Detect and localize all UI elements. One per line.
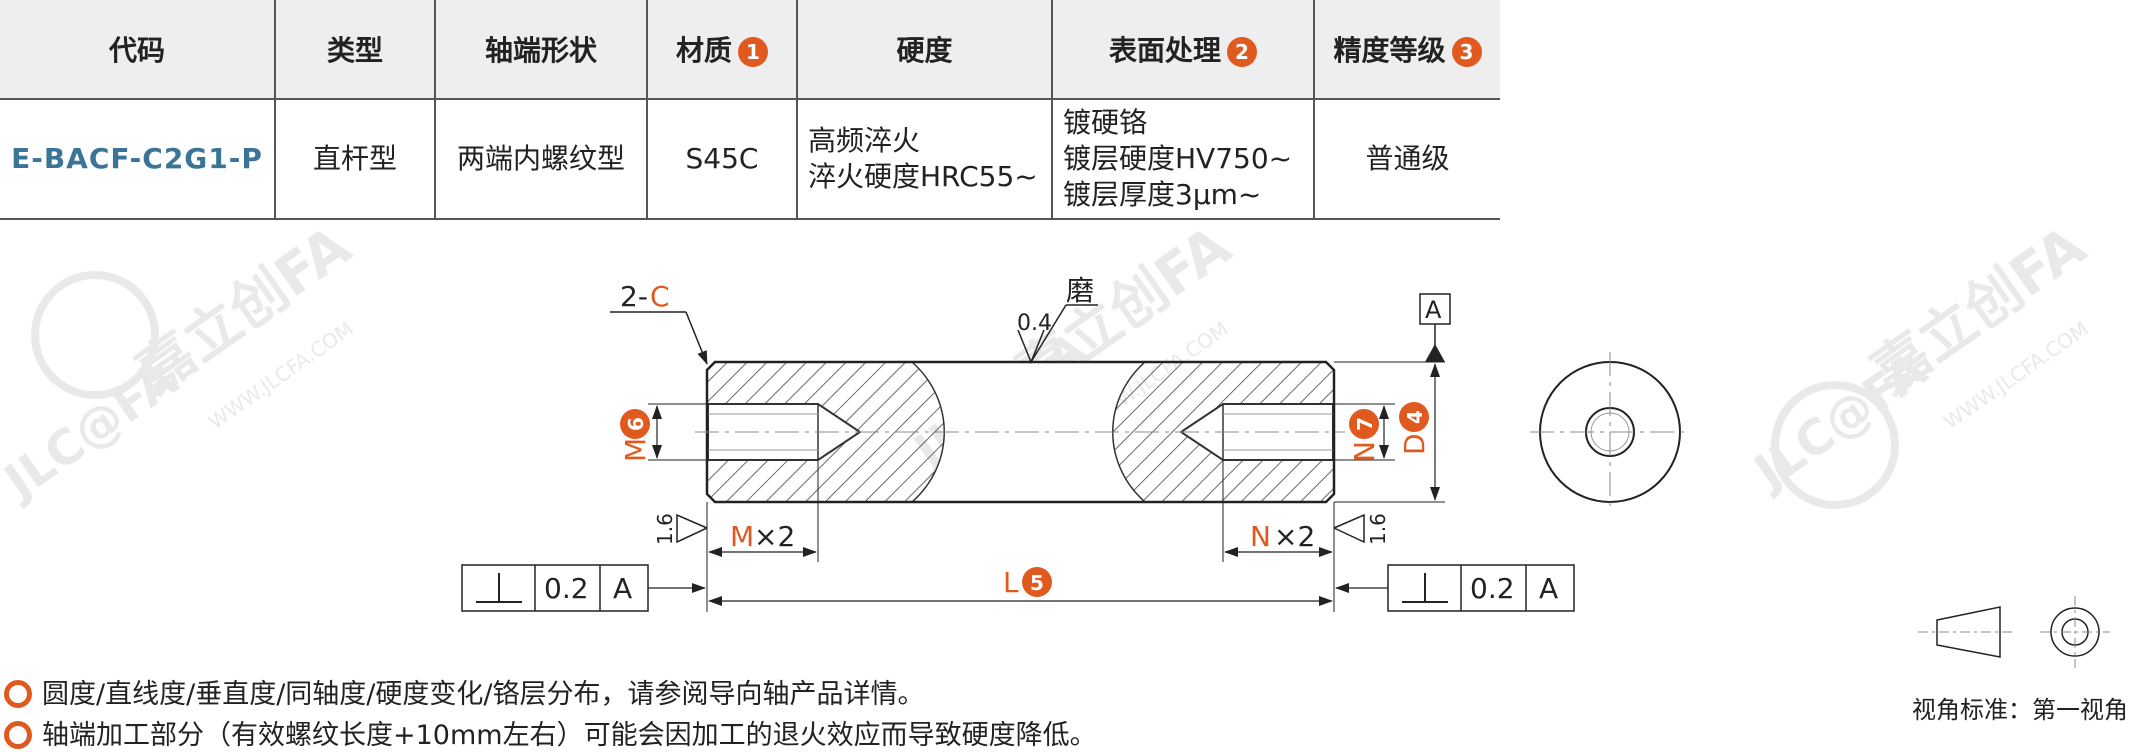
svg-text:磨: 磨 [1066, 274, 1094, 307]
hardness-line-1: 高频淬火 [808, 124, 921, 158]
svg-text:N: N [1250, 520, 1271, 553]
svg-text:5: 5 [1030, 571, 1044, 595]
surface-line-1: 镀硬铬 [1063, 106, 1148, 140]
svg-text:×2: ×2 [1274, 520, 1315, 553]
view-standard-caption: 视角标准：第一视角 [1912, 696, 2128, 724]
chamfer-callout: 2- C [610, 280, 708, 365]
shaft-body [695, 360, 1345, 504]
tolerance-frame-left: 0.2 A [461, 564, 706, 612]
svg-text:N: N [1348, 441, 1381, 462]
svg-text:A: A [1539, 572, 1558, 605]
dimension-n-depth: N ×2 [1222, 460, 1335, 562]
svg-text:C: C [650, 280, 670, 313]
svg-text:M: M [730, 520, 754, 553]
watermark-left: JLC@FA 嘉立创FA WWW.JLCFA.COM [0, 213, 363, 511]
svg-text:M: M [619, 438, 652, 462]
svg-text:0.2: 0.2 [544, 572, 589, 605]
cell-code[interactable]: E-BACF-C2G1-P [0, 99, 276, 220]
badge-1: 1 [738, 37, 768, 67]
svg-text:7: 7 [1353, 417, 1377, 431]
hardness-line-2: 淬火硬度HRC55~ [808, 160, 1038, 193]
svg-text:A: A [1425, 296, 1442, 324]
dimension-m-depth: M ×2 [706, 460, 819, 562]
header-hardness: 硬度 [797, 0, 1053, 100]
cell-material: S45C [647, 99, 798, 220]
first-angle-projection-icon [1918, 596, 2110, 668]
svg-text:6: 6 [624, 417, 648, 431]
side-view [1530, 352, 1690, 512]
roughness-left: 1.6 [653, 513, 708, 545]
svg-text:0.4: 0.4 [1017, 311, 1052, 336]
note-2: 轴端加工部分（有效螺纹长度+10mm左右）可能会因加工的退火效应而导致硬度降低。 [0, 713, 1097, 752]
bullet-icon [4, 679, 32, 708]
svg-text:4: 4 [1403, 410, 1427, 424]
cell-type: 直杆型 [275, 99, 436, 220]
svg-text:A: A [613, 572, 632, 605]
svg-text:1.6: 1.6 [1366, 513, 1390, 545]
dimension-m: M 6 [619, 403, 708, 462]
table-row: E-BACF-C2G1-P 直杆型 两端内螺纹型 S45C 高频淬火 淬火硬度H… [0, 99, 1500, 220]
cell-surface: 镀硬铬 镀层硬度HV750~ 镀层厚度3μm~ [1052, 99, 1315, 220]
header-type: 类型 [275, 0, 436, 100]
note-1: 圆度/直线度/垂直度/同轴度/硬度变化/铬层分布，请参阅导向轴产品详情。 [0, 672, 924, 711]
roughness-right: 1.6 [1333, 513, 1390, 545]
dimension-l: L 5 [706, 502, 1335, 612]
svg-text:0.2: 0.2 [1470, 572, 1515, 605]
dimension-d: D 4 [1334, 361, 1445, 503]
svg-text:2-: 2- [620, 280, 648, 313]
header-shaft-end: 轴端形状 [435, 0, 648, 100]
dimension-n: N 7 [1334, 403, 1395, 462]
watermark-right: JLC@FA 嘉立创FA WWW.JLCFA.COM [1742, 213, 2098, 509]
surface-line-2: 镀层硬度HV750~ [1063, 142, 1293, 176]
header-code: 代码 [0, 0, 276, 100]
grind-symbol: 0.4 磨 [1017, 274, 1098, 364]
bullet-icon [4, 720, 32, 749]
cell-hardness: 高频淬火 淬火硬度HRC55~ [797, 99, 1053, 220]
datum-a: A [1419, 293, 1451, 362]
cell-shaft-end: 两端内螺纹型 [435, 99, 648, 220]
svg-text:D: D [1398, 433, 1431, 455]
svg-text:嘉立创FA: 嘉立创FA [126, 213, 363, 406]
svg-text:1.6: 1.6 [653, 513, 677, 545]
tolerance-frame-right: 0.2 A [1335, 564, 1575, 612]
cell-precision: 普通级 [1314, 99, 1500, 220]
badge-3: 3 [1451, 37, 1482, 67]
svg-text:L: L [1003, 566, 1019, 599]
surface-line-3: 镀层厚度3μm~ [1063, 177, 1262, 211]
svg-text:嘉立创FA: 嘉立创FA [1861, 213, 2098, 406]
badge-2: 2 [1227, 37, 1257, 67]
svg-text:×2: ×2 [754, 520, 795, 553]
